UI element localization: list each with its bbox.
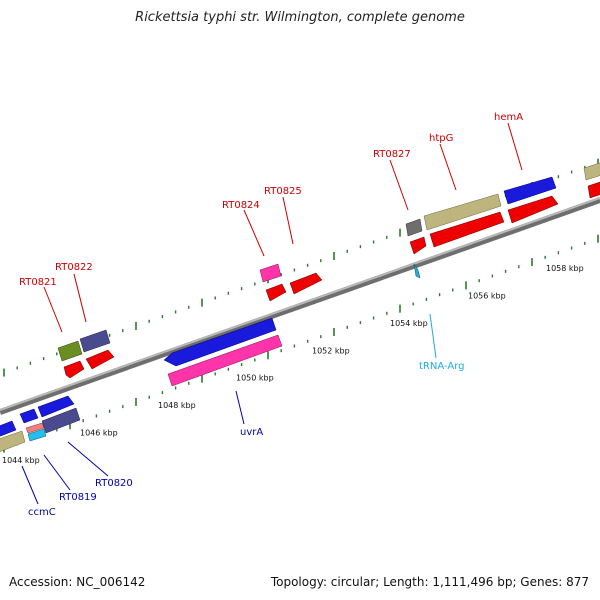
gene-label[interactable]: hemA	[494, 112, 523, 123]
gene-label[interactable]: uvrA	[240, 427, 263, 438]
gene-feature-olive[interactable]	[57, 340, 83, 362]
tick-label: 1044 kbp	[2, 456, 40, 465]
gene-label[interactable]: RT0822	[55, 262, 93, 273]
gene-feature-hotpink[interactable]	[259, 263, 282, 283]
gene-label[interactable]: RT0821	[19, 277, 57, 288]
gene-leader-lines	[21, 122, 523, 505]
tick-label: 1050 kbp	[236, 373, 274, 382]
gene-features	[0, 161, 600, 452]
gene-feature-red[interactable]	[409, 236, 427, 255]
gene-labels: RT0821 RT0822 RT0824 RT0825 RT0827 htpG …	[19, 112, 523, 518]
genome-backbone	[0, 197, 600, 415]
gene-feature-blue[interactable]	[0, 420, 17, 437]
tick-label: 1048 kbp	[158, 401, 196, 410]
tick-label: 1046 kbp	[80, 429, 118, 438]
tick-label: 1056 kbp	[468, 292, 506, 301]
gene-feature-cyan[interactable]	[27, 428, 47, 442]
gene-feature-red[interactable]	[85, 349, 115, 370]
gene-feature-red[interactable]	[289, 272, 323, 295]
gene-feature-blue[interactable]	[163, 317, 277, 367]
gene-feature-khaki[interactable]	[423, 193, 502, 231]
gene-feature-blue[interactable]	[503, 176, 557, 205]
gene-label[interactable]: RT0820	[95, 478, 133, 489]
gene-label[interactable]: htpG	[429, 133, 453, 144]
gene-feature-blue[interactable]	[37, 395, 75, 418]
gene-feature-red[interactable]	[63, 360, 85, 379]
gene-label[interactable]: ccmC	[28, 507, 56, 518]
gene-feature-blue[interactable]	[19, 408, 39, 424]
gene-feature-trna[interactable]	[413, 263, 421, 279]
accession-label: Accession: NC_006142	[9, 575, 146, 589]
gene-feature-red[interactable]	[265, 283, 287, 302]
gene-label[interactable]: RT0827	[373, 149, 411, 160]
gene-feature-salmon[interactable]	[25, 422, 45, 434]
gene-label[interactable]: RT0825	[264, 186, 302, 197]
gene-feature-deeppink[interactable]	[167, 334, 283, 387]
gene-label[interactable]: tRNA-Arg	[419, 361, 464, 372]
gene-feature-red[interactable]	[587, 180, 600, 199]
tick-label: 1052 kbp	[312, 347, 350, 356]
gene-label[interactable]: RT0824	[222, 200, 260, 211]
gene-feature-red[interactable]	[429, 211, 505, 248]
gene-feature-red[interactable]	[507, 195, 559, 224]
gene-feature-slateblue[interactable]	[41, 407, 81, 434]
tick-label: 1054 kbp	[390, 319, 428, 328]
tick-label: 1058 kbp	[546, 264, 584, 273]
gene-feature-khaki[interactable]	[0, 430, 26, 452]
gene-feature-gray[interactable]	[405, 218, 423, 237]
gene-feature-khaki[interactable]	[583, 161, 600, 181]
genome-stats-label: Topology: circular; Length: 1,111,496 bp…	[270, 575, 589, 589]
gene-feature-slateblue[interactable]	[79, 329, 111, 353]
gene-label[interactable]: RT0819	[59, 492, 97, 503]
map-title: Rickettsia typhi str. Wilmington, comple…	[135, 10, 465, 25]
